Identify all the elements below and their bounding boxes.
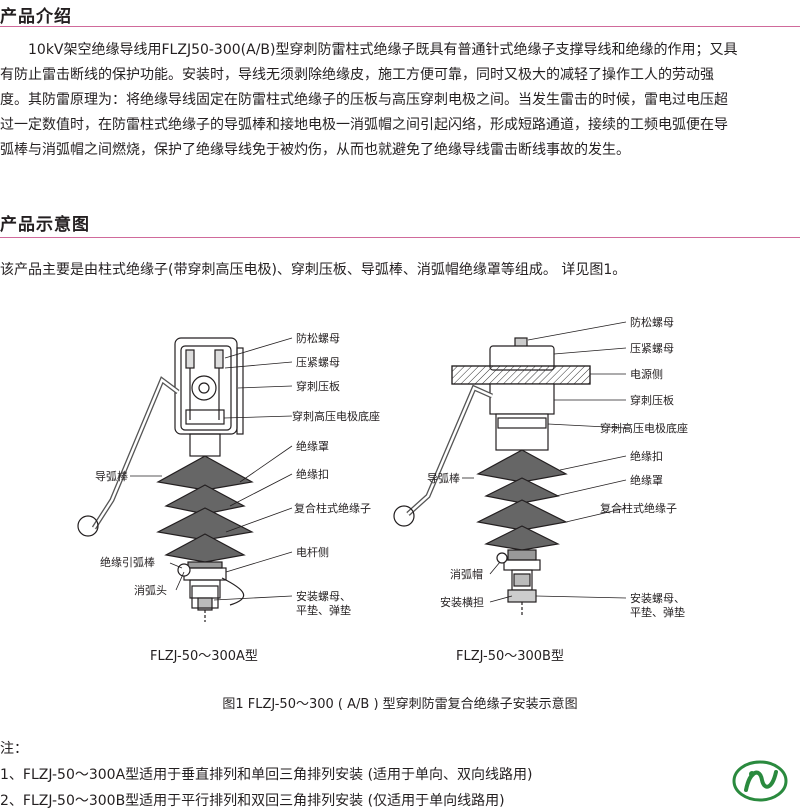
schematic-divider bbox=[0, 237, 800, 238]
intro-paragraph: 10kV架空绝缘导线用FLZJ50-300(A/B)型穿刺防雷柱式绝缘子既具有普… bbox=[0, 38, 800, 163]
intro-line: 过一定数值时，在防雷柱式绝缘子的导弧棒和接地电极一消弧帽之间引起闪络，形成短路通… bbox=[0, 117, 728, 133]
note-item: 2、FLZJ-50～300B型适用于平行排列和双回三角排列安装 (仅适用于单向线… bbox=[0, 793, 505, 809]
label-a-arc-rod: 导弧棒 bbox=[95, 469, 128, 483]
label-a-composite-insulator: 复合柱式绝缘子 bbox=[294, 501, 371, 515]
label-b-mount-nut-2: 平垫、弹垫 bbox=[630, 605, 685, 619]
label-b-arc-rod: 导弧棒 bbox=[427, 471, 460, 485]
model-a-leaders bbox=[130, 337, 293, 601]
label-b-composite-insulator: 复合柱式绝缘子 bbox=[600, 501, 677, 515]
label-b-piercing-plate: 穿刺压板 bbox=[630, 393, 674, 407]
label-a-insulating-cover: 绝缘罩 bbox=[296, 439, 329, 453]
label-b-electrode-base: 穿刺高压电极底座 bbox=[600, 421, 688, 435]
intro-line: 10kV架空绝缘导线用FLZJ50-300(A/B)型穿刺防雷柱式绝缘子既具有普… bbox=[0, 42, 738, 58]
model-b-caption: FLZJ-50～300B型 bbox=[456, 649, 564, 664]
intro-line: 弧棒与消弧帽之间燃烧，保护了绝缘导线免于被灼伤，从而也就避免了绝缘导线雷击断线事… bbox=[0, 142, 630, 158]
installation-diagram: 防松螺母 压紧螺母 穿刺压板 穿刺高压电极底座 绝缘罩 绝缘扣 导弧棒 复合柱式… bbox=[77, 315, 688, 664]
intro-title: 产品介绍 bbox=[0, 7, 72, 27]
label-a-piercing-plate: 穿刺压板 bbox=[296, 379, 340, 393]
label-a-lead-arc-rod: 绝缘引弧棒 bbox=[100, 555, 155, 569]
label-a-anti-loose-nut: 防松螺母 bbox=[296, 331, 340, 345]
label-b-anti-loose-nut: 防松螺母 bbox=[630, 315, 674, 329]
label-a-mount-nut-2: 平垫、弹垫 bbox=[296, 603, 351, 617]
intro-divider bbox=[0, 26, 800, 27]
label-b-insulating-buckle: 绝缘扣 bbox=[630, 449, 663, 463]
model-a-caption: FLZJ-50～300A型 bbox=[150, 649, 258, 664]
label-a-electrode-base: 穿刺高压电极底座 bbox=[292, 409, 380, 423]
label-a-insulating-buckle: 绝缘扣 bbox=[296, 467, 329, 481]
schematic-description: 该产品主要是由柱式绝缘子(带穿刺高压电极)、穿刺压板、导弧棒、消弧帽绝缘罩等组成… bbox=[0, 262, 627, 278]
model-b-drawing bbox=[393, 337, 591, 616]
label-a-arc-head: 消弧头 bbox=[134, 583, 167, 597]
model-b-leaders bbox=[462, 321, 627, 603]
label-b-insulating-cover: 绝缘罩 bbox=[630, 473, 663, 487]
label-a-mount-nut-1: 安装螺母、 bbox=[296, 589, 351, 603]
company-logo bbox=[732, 760, 788, 802]
intro-line: 度。其防雷原理为：将绝缘导线固定在防雷柱式绝缘子的压板与高压穿刺电极之间。当发生… bbox=[0, 92, 728, 108]
label-b-mount-nut-1: 安装螺母、 bbox=[630, 591, 685, 605]
label-b-cross-arm: 安装横担 bbox=[440, 595, 484, 609]
figure-caption: 图1 FLZJ-50～300 ( A/B ) 型穿刺防雷复合绝缘子安装示意图 bbox=[222, 697, 578, 712]
label-a-pole-side: 电杆侧 bbox=[296, 545, 329, 559]
schematic-title: 产品示意图 bbox=[0, 215, 90, 235]
intro-line: 有防止雷击断线的保护功能。安装时，导线无须剥除绝缘皮，施工方便可靠，同时又极大的… bbox=[0, 67, 714, 83]
label-b-arc-cap: 消弧帽 bbox=[450, 567, 483, 581]
label-b-power-side: 电源侧 bbox=[630, 367, 663, 381]
note-item: 1、FLZJ-50～300A型适用于垂直排列和单回三角排列安装 (适用于单向、双… bbox=[0, 767, 533, 783]
notes-heading: 注： bbox=[0, 741, 28, 757]
label-b-press-nut: 压紧螺母 bbox=[630, 342, 674, 355]
label-a-press-nut: 压紧螺母 bbox=[296, 356, 340, 369]
model-a-drawing bbox=[77, 337, 254, 622]
